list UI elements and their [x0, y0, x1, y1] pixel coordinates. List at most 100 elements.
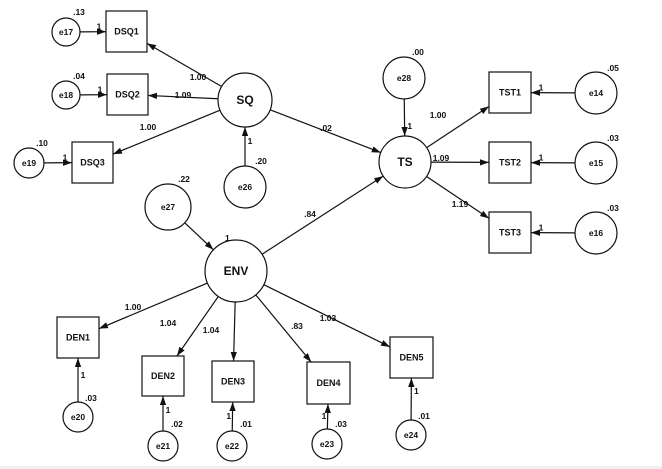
error-label-e26: e26 — [238, 182, 252, 192]
observed-label-den2: DEN2 — [151, 371, 175, 381]
error-term-e22 — [216, 430, 248, 462]
error-path-weight-e22: 1 — [226, 411, 231, 421]
error-path-weight-e17: 1 — [97, 22, 102, 32]
structural-arrow-sq-ts — [269, 109, 381, 154]
latent-label-ts: TS — [397, 155, 412, 169]
error-term-e28 — [382, 56, 426, 100]
error-variance-e16: .03 — [607, 203, 619, 213]
error-variance-e23: .03 — [335, 419, 347, 429]
observed-variable-tst2 — [488, 141, 532, 184]
error-variance-e17: .13 — [73, 7, 85, 17]
edges-layer — [43, 28, 576, 432]
structural-arrow-env-ts — [261, 175, 384, 255]
loading-arrow-env-den2 — [176, 296, 219, 357]
error-path-weight-e26: 1 — [248, 136, 253, 146]
latent-variable-sq — [217, 72, 273, 128]
error-term-e21 — [147, 430, 179, 462]
loading-coefficient-den2: 1.04 — [160, 318, 177, 328]
error-variance-e24: .01 — [418, 411, 430, 421]
observed-variable-tst3 — [488, 211, 532, 254]
error-label-e24: e24 — [404, 430, 418, 440]
loading-arrow-sq-dsq1 — [146, 42, 222, 88]
observed-variable-den1 — [56, 316, 100, 359]
error-path-weight-e16: 1 — [539, 223, 544, 233]
error-term-e16 — [574, 211, 618, 255]
loading-coefficient-dsq2: 1.09 — [175, 90, 192, 100]
latent-variable-env — [204, 239, 268, 303]
path-coefficient-env-ts: .84 — [304, 209, 316, 219]
observed-label-dsq1: DSQ1 — [114, 27, 139, 37]
loading-coefficient-tst2: 1.09 — [433, 153, 450, 163]
observed-variable-den5 — [389, 336, 434, 379]
error-variance-e28: .00 — [412, 47, 424, 57]
error-variance-e18: .04 — [73, 71, 85, 81]
error-path-weight-e28: 1 — [407, 121, 412, 131]
error-path-weight-e27: 1 — [225, 233, 230, 243]
loading-coefficient-den3: 1.04 — [203, 325, 220, 335]
error-label-e22: e22 — [225, 441, 239, 451]
error-term-e27 — [144, 183, 192, 231]
loading-arrow-ts-tst3 — [426, 175, 490, 219]
observed-label-dsq2: DSQ2 — [115, 90, 140, 100]
loading-coefficient-tst1: 1.00 — [430, 110, 447, 120]
error-path-weight-e14: 1 — [539, 83, 544, 93]
observed-variable-den2 — [141, 355, 185, 397]
loading-coefficient-den4: .83 — [291, 321, 303, 331]
error-variance-e19: .10 — [36, 138, 48, 148]
error-label-e21: e21 — [156, 441, 170, 451]
error-label-e20: e20 — [71, 412, 85, 422]
observed-variable-den3 — [211, 360, 255, 403]
error-term-e24 — [395, 419, 427, 451]
nodes-layer — [13, 10, 618, 462]
error-variance-e22: .01 — [240, 419, 252, 429]
error-term-e15 — [574, 141, 618, 185]
error-label-e16: e16 — [589, 228, 603, 238]
error-label-e28: e28 — [397, 73, 411, 83]
error-path-weight-e24: 1 — [414, 386, 419, 396]
observed-label-den5: DEN5 — [399, 353, 423, 363]
observed-variable-dsq1 — [105, 10, 148, 53]
error-label-e19: e19 — [22, 158, 36, 168]
loading-arrow-ts-tst1 — [426, 105, 490, 149]
error-path-weight-e18: 1 — [98, 85, 103, 95]
observed-label-den4: DEN4 — [316, 378, 340, 388]
observed-label-tst1: TST1 — [499, 88, 521, 98]
observed-variable-dsq2 — [106, 73, 149, 116]
error-label-e27: e27 — [161, 202, 175, 212]
observed-label-dsq3: DSQ3 — [80, 158, 105, 168]
error-path-weight-e19: 1 — [63, 153, 68, 163]
error-variance-e26: .20 — [255, 156, 267, 166]
error-label-e18: e18 — [59, 90, 73, 100]
observed-label-den1: DEN1 — [66, 333, 90, 343]
error-variance-e14: .05 — [607, 63, 619, 73]
error-term-e19 — [13, 147, 45, 179]
latent-variable-ts — [378, 135, 432, 189]
labels-layer: 1.001.091.001.001.091.191.001.041.04.831… — [22, 7, 619, 451]
error-arrow-e27 — [184, 222, 214, 251]
error-arrow-e23 — [324, 403, 331, 430]
observed-variable-den4 — [306, 361, 351, 405]
observed-variable-dsq3 — [71, 141, 114, 184]
loading-coefficient-den1: 1.00 — [125, 302, 142, 312]
loading-arrow-sq-dsq3 — [112, 109, 221, 155]
observed-label-tst3: TST3 — [499, 228, 521, 238]
error-label-e23: e23 — [320, 439, 334, 449]
error-label-e14: e14 — [589, 88, 603, 98]
loading-arrow-env-den5 — [263, 284, 391, 348]
loading-coefficient-dsq1: 1.00 — [190, 72, 207, 82]
path-coefficient-sq-ts: .02 — [320, 123, 332, 133]
loading-arrow-sq-dsq2 — [147, 92, 219, 100]
error-term-e26 — [223, 165, 267, 209]
loading-coefficient-den5: 1.03 — [320, 313, 337, 323]
error-term-e20 — [62, 401, 94, 433]
error-path-weight-e15: 1 — [539, 153, 544, 163]
error-path-weight-e20: 1 — [81, 370, 86, 380]
error-term-e14 — [574, 71, 618, 115]
error-label-e15: e15 — [589, 158, 603, 168]
observed-variable-tst1 — [488, 71, 532, 114]
error-label-e17: e17 — [59, 27, 73, 37]
loading-coefficient-tst3: 1.19 — [452, 199, 469, 209]
loading-arrow-env-den1 — [98, 282, 208, 330]
observed-label-tst2: TST2 — [499, 158, 521, 168]
